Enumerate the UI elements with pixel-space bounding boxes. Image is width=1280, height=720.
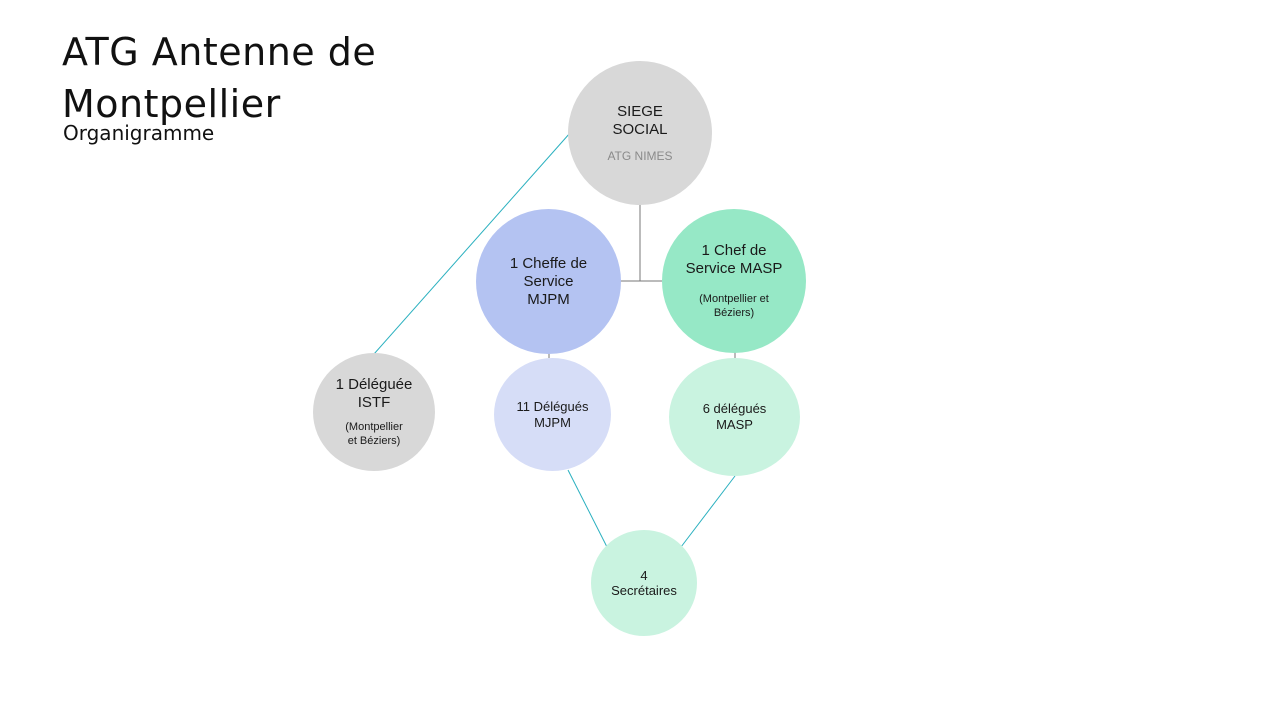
page-title: ATG Antenne de Montpellier [62, 30, 377, 126]
line-delegues-masp-secretaires [680, 475, 736, 548]
chef-masp-line1: 1 Chef de [701, 242, 767, 259]
istf-line2: ISTF [357, 394, 391, 411]
siege-sub: ATG NIMES [607, 149, 673, 163]
line-delegues-mjpm-secretaires [567, 469, 608, 548]
secretaires-line2: Secrétaires [611, 583, 677, 598]
secretaires-line1: 4 [640, 568, 648, 583]
chef-masp-sub2: Béziers) [713, 307, 755, 319]
cheffe-line3: MJPM [527, 290, 570, 308]
node-delegues-masp: 6 délégués MASP [669, 358, 800, 476]
node-siege-social: SIEGE SOCIAL ATG NIMES [568, 61, 712, 205]
node-cheffe-service-mjpm: 1 Cheffe de Service MJPM [476, 209, 621, 354]
siege-line1: SIEGE [617, 103, 663, 120]
node-secretaires: 4 Secrétaires [591, 530, 697, 636]
node-chef-service-masp: 1 Chef de Service MASP (Montpellier et B… [662, 209, 806, 353]
node-delegues-mjpm: 11 Délégués MJPM [494, 358, 611, 471]
istf-sub2: et Béziers) [347, 435, 401, 447]
delegues-mjpm-line1: 11 Délégués [516, 398, 589, 414]
siege-line2: SOCIAL [612, 121, 668, 138]
chef-masp-line2: Service MASP [685, 260, 783, 277]
page-subtitle: Organigramme [63, 121, 215, 145]
line-siege-istf [373, 132, 571, 355]
delegues-masp-line2: MASP [716, 417, 753, 432]
cheffe-line2: Service [523, 272, 574, 290]
istf-sub1: (Montpellier [345, 421, 403, 433]
delegues-mjpm-line2: MJPM [534, 414, 571, 430]
node-deleguee-istf: 1 Déléguée ISTF (Montpellier et Béziers) [313, 353, 435, 471]
delegues-masp-line1: 6 délégués [702, 401, 767, 416]
chef-masp-sub1: (Montpellier et [699, 293, 769, 305]
cheffe-line1: 1 Cheffe de [509, 254, 588, 272]
istf-line1: 1 Déléguée [335, 376, 413, 393]
